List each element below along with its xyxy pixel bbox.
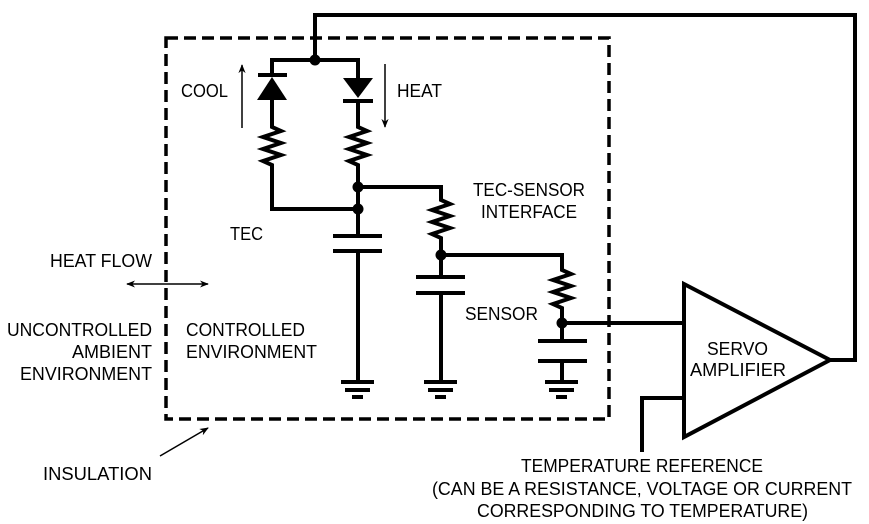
servo-amplifier xyxy=(682,280,835,441)
reference-wire xyxy=(640,396,684,452)
junction-dot xyxy=(309,54,321,66)
sensor-resistor xyxy=(441,253,578,341)
sensor-label: SENSOR xyxy=(465,304,538,324)
tec-right-branch xyxy=(342,100,374,236)
interface-resistor xyxy=(358,185,457,277)
ground-icon xyxy=(341,380,374,399)
temperature-reference-note: (CAN BE A RESISTANCE, VOLTAGE OR CURRENT xyxy=(432,479,852,499)
heat-label: HEAT xyxy=(397,81,442,101)
cool-diode xyxy=(257,73,287,100)
insulation-pointer-arrow-icon xyxy=(159,427,209,457)
interface-capacitor xyxy=(416,275,465,382)
uncontrolled-environment-label: ENVIRONMENT xyxy=(20,364,152,384)
servo-amplifier-label: SERVO xyxy=(707,339,768,359)
insulation-boundary xyxy=(164,36,611,421)
controlled-environment-label: CONTROLLED xyxy=(186,320,305,340)
heat-diode xyxy=(343,78,373,103)
junction-dot xyxy=(352,203,364,215)
ground-icon xyxy=(545,380,578,399)
controlled-environment-label: ENVIRONMENT xyxy=(186,342,317,362)
servo-amplifier-label: AMPLIFIER xyxy=(690,360,786,380)
sensor-capacitor xyxy=(538,339,587,382)
tec-label: TEC xyxy=(230,224,263,244)
ground-icon xyxy=(424,380,457,399)
insulation-label: INSULATION xyxy=(43,464,152,484)
tec-sensor-interface-label: INTERFACE xyxy=(481,202,577,222)
feedback-wire xyxy=(313,13,857,362)
uncontrolled-environment-label: AMBIENT xyxy=(72,342,152,362)
cool-label: COOL xyxy=(181,81,228,101)
heat-flow-label: HEAT FLOW xyxy=(50,251,152,271)
temperature-reference-note: CORRESPONDING TO TEMPERATURE) xyxy=(477,501,808,521)
temperature-reference-label: TEMPERATURE REFERENCE xyxy=(521,456,763,476)
tec-capacitor xyxy=(333,234,382,382)
tec-sensor-interface-label: TEC-SENSOR xyxy=(473,180,585,200)
uncontrolled-environment-label: UNCONTROLLED xyxy=(7,320,152,340)
tec-left-branch xyxy=(256,100,358,211)
